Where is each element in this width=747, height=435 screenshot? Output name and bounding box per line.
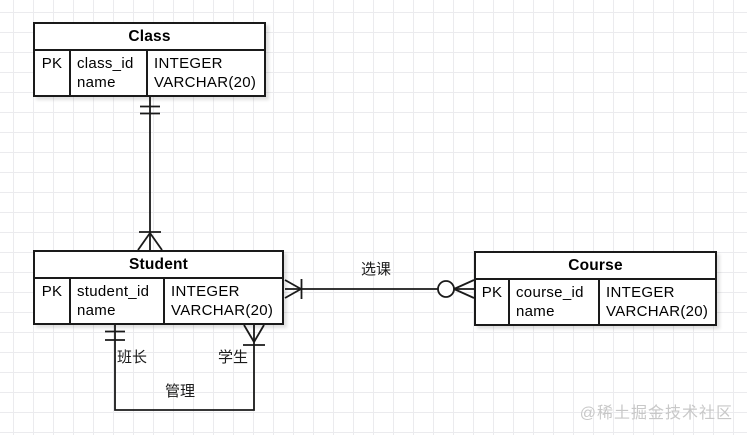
entity-course-title: Course	[476, 253, 715, 280]
relation-label-select-course: 选课	[361, 261, 392, 278]
crow-foot-top	[453, 279, 475, 290]
entity-class-types: INTEGER VARCHAR(20)	[148, 51, 264, 95]
zero-circle	[437, 280, 455, 298]
field-type: INTEGER	[606, 284, 675, 301]
crow-foot-left	[137, 232, 151, 251]
crow-foot-right	[149, 232, 163, 251]
entity-student-pk: PK	[35, 279, 71, 323]
entity-class-title: Class	[35, 24, 264, 51]
field-type: VARCHAR(20)	[606, 303, 709, 320]
entity-class-pk: PK	[35, 51, 71, 95]
field-name: class_id	[77, 55, 134, 72]
crow-foot-bottom	[284, 288, 302, 299]
field-name: name	[77, 302, 116, 319]
role-label-monitor: 班长	[117, 349, 148, 366]
entity-student-types: INTEGER VARCHAR(20)	[165, 279, 282, 323]
entity-class-fields: class_id name	[71, 51, 148, 95]
role-label-student: 学生	[218, 349, 249, 366]
field-name: name	[77, 74, 116, 91]
entity-class: Class PK class_id name INTEGER VARCHAR(2…	[33, 22, 266, 97]
field-type: VARCHAR(20)	[171, 302, 274, 319]
field-name: course_id	[516, 284, 584, 301]
entity-course: Course PK course_id name INTEGER VARCHAR…	[474, 251, 717, 326]
field-type: VARCHAR(20)	[154, 74, 257, 91]
entity-student: Student PK student_id name INTEGER VARCH…	[33, 250, 284, 325]
entity-course-pk: PK	[476, 280, 510, 324]
connector-class-student	[137, 97, 163, 251]
field-name: student_id	[77, 283, 150, 300]
field-type: INTEGER	[171, 283, 240, 300]
crow-foot-right	[253, 324, 265, 343]
crow-foot-bottom	[453, 288, 475, 299]
crow-foot-left	[243, 324, 255, 343]
juejin-watermark: @稀土掘金技术社区	[579, 405, 733, 422]
entity-course-types: INTEGER VARCHAR(20)	[600, 280, 715, 324]
field-name: name	[516, 303, 555, 320]
entity-student-title: Student	[35, 252, 282, 279]
entity-student-fields: student_id name	[71, 279, 165, 323]
connector-student-course	[284, 279, 475, 299]
crow-foot-top	[284, 279, 302, 290]
relation-label-manage: 管理	[165, 383, 196, 400]
field-type: INTEGER	[154, 55, 223, 72]
entity-course-fields: course_id name	[510, 280, 600, 324]
